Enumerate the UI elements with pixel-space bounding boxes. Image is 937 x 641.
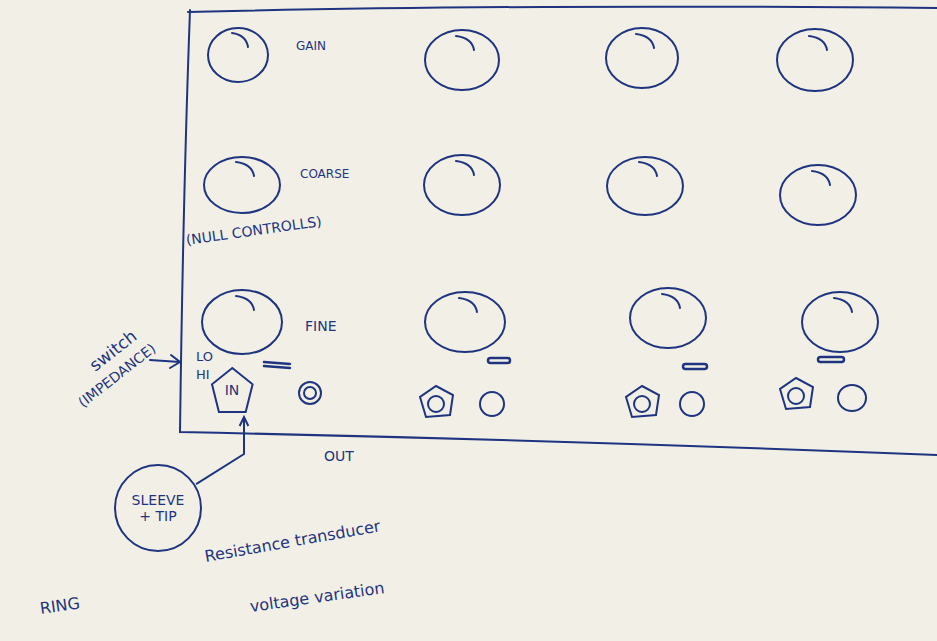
control-label: FINE <box>305 318 337 334</box>
switch-position: HI <box>196 368 210 383</box>
node-text: IN <box>225 382 240 398</box>
switch-arrow <box>150 355 180 368</box>
control-label: GAIN <box>296 40 326 54</box>
input-jack: IN <box>210 366 255 414</box>
jack-label: OUT <box>324 448 354 464</box>
control-label: COARSE <box>300 168 349 182</box>
pointer-arrow <box>196 417 248 484</box>
callout-circle: SLEEVE + TIP <box>113 463 203 553</box>
note-text: Resistance transducer <box>203 517 381 566</box>
switches <box>264 357 844 369</box>
switch-position: LO <box>196 350 213 365</box>
knobs <box>202 28 878 354</box>
panel-outline <box>180 7 937 455</box>
jacks <box>299 378 866 417</box>
note-text: RING <box>39 594 81 618</box>
node-text: SLEEVE + TIP <box>126 492 190 524</box>
group-note: (NULL CONTROLLS) <box>185 213 323 248</box>
note-text: voltage variation <box>249 579 386 616</box>
